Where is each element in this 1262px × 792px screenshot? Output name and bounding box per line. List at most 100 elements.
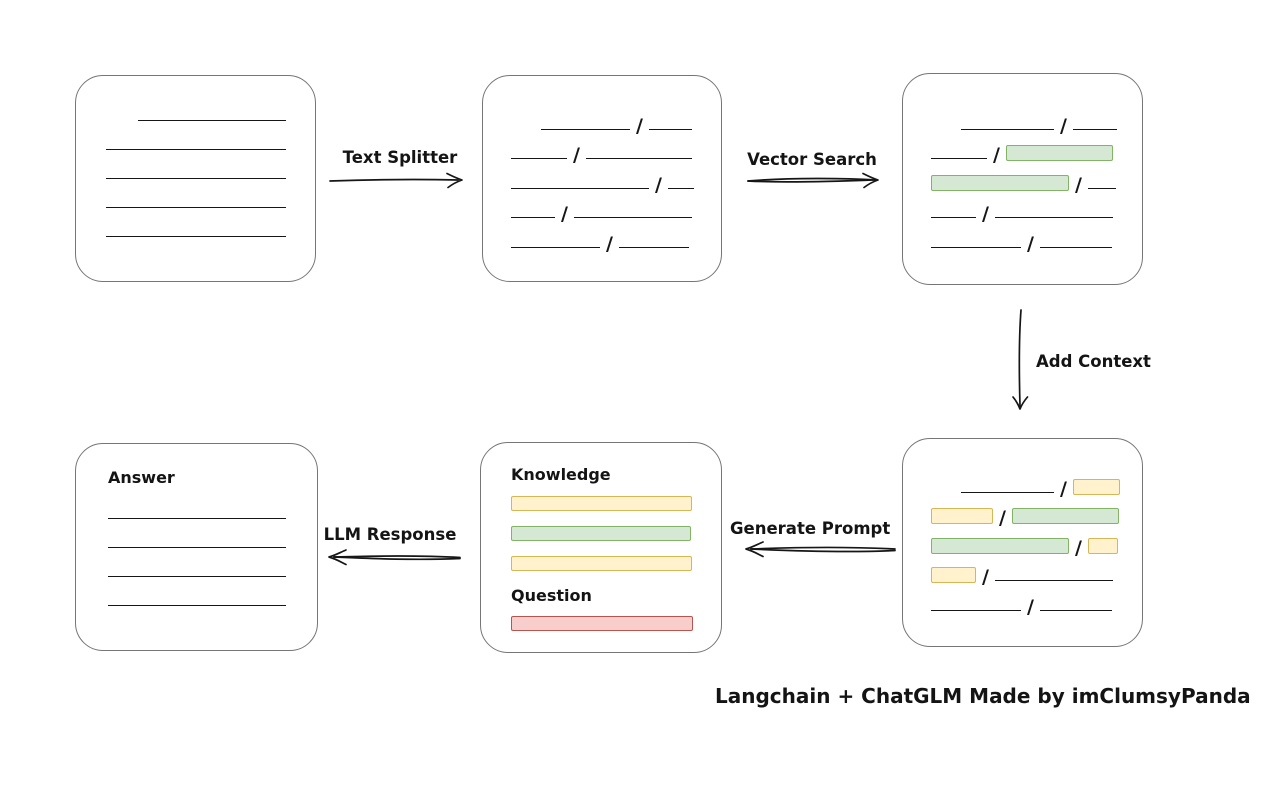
chunk-row: / xyxy=(903,192,1142,226)
chunk-row: / xyxy=(483,221,721,255)
text-line xyxy=(573,217,692,219)
text-splitter-label: Text Splitter xyxy=(342,148,458,167)
text-line xyxy=(106,149,286,150)
slash-separator: / xyxy=(993,144,1000,167)
green-chunk xyxy=(1005,145,1113,162)
knowledge-bars xyxy=(511,496,721,571)
text-line xyxy=(585,158,692,160)
text-line xyxy=(541,128,630,130)
green-chunk xyxy=(931,174,1069,191)
vector-matches-node: / / / / / xyxy=(902,73,1143,285)
vector-search-arrow-icon xyxy=(747,172,879,189)
slash-separator: / xyxy=(982,566,989,589)
document-lines xyxy=(76,120,315,237)
text-line xyxy=(961,491,1054,493)
slash-separator: / xyxy=(561,203,568,226)
generate-prompt-label: Generate Prompt xyxy=(730,519,891,538)
chunk-row: / xyxy=(903,466,1142,500)
slash-separator: / xyxy=(655,173,662,196)
slash-separator: / xyxy=(1075,536,1082,559)
text-line xyxy=(1039,609,1112,611)
text-line xyxy=(108,547,286,548)
slash-separator: / xyxy=(636,114,643,137)
yellow-chunk xyxy=(1072,478,1120,495)
green-chunk xyxy=(931,537,1069,554)
context-chunks-node: / / / / / xyxy=(902,438,1143,647)
chunk-row: / xyxy=(483,192,721,226)
answer-lines xyxy=(76,518,317,606)
slash-separator: / xyxy=(1027,595,1034,618)
text-line xyxy=(618,246,689,248)
chunk-row: / xyxy=(903,584,1142,618)
answer-node: Answer xyxy=(75,443,318,651)
text-line xyxy=(648,128,692,130)
question-label: Question xyxy=(511,586,592,605)
green-chunk xyxy=(1011,508,1119,525)
text-line xyxy=(931,158,987,160)
slash-separator: / xyxy=(573,144,580,167)
yellow-chunk xyxy=(1087,537,1118,554)
context-chunk-rows: / / / / / xyxy=(903,466,1142,618)
text-line xyxy=(931,609,1021,611)
text-line xyxy=(994,217,1113,219)
slash-separator: / xyxy=(999,507,1006,530)
split-chunks-node: / / / / / xyxy=(482,75,722,282)
text-line xyxy=(511,217,555,219)
chunk-row: / xyxy=(483,133,721,167)
document-node xyxy=(75,75,316,282)
slash-separator: / xyxy=(982,203,989,226)
yellow-bar xyxy=(511,556,692,571)
text-line xyxy=(511,187,649,189)
text-line xyxy=(511,158,567,160)
chunk-row: / xyxy=(903,555,1142,589)
answer-label: Answer xyxy=(108,468,175,487)
red-bar xyxy=(511,616,693,631)
slash-separator: / xyxy=(1060,114,1067,137)
text-line xyxy=(1087,187,1116,189)
text-line xyxy=(138,120,286,121)
text-line xyxy=(667,187,694,189)
text-line xyxy=(106,178,286,179)
yellow-chunk xyxy=(931,508,993,525)
text-line xyxy=(108,605,286,606)
chunk-row: / xyxy=(483,162,721,196)
text-line xyxy=(511,246,600,248)
text-line xyxy=(1039,246,1112,248)
text-line xyxy=(106,236,286,237)
text-line xyxy=(108,518,286,519)
yellow-chunk xyxy=(931,567,976,584)
chunk-row: / xyxy=(903,496,1142,530)
question-bars xyxy=(511,616,721,631)
text-line xyxy=(961,128,1054,130)
vector-chunk-rows: / / / / / xyxy=(903,103,1142,255)
slash-separator: / xyxy=(606,232,613,255)
slash-separator: / xyxy=(1060,477,1067,500)
text-line xyxy=(994,580,1113,582)
caption: Langchain + ChatGLM Made by imClumsyPand… xyxy=(715,684,1251,708)
yellow-bar xyxy=(511,496,692,511)
add-context-arrow-icon xyxy=(1012,309,1029,410)
chunk-row: / xyxy=(483,103,721,137)
llm-response-label: LLM Response xyxy=(323,525,457,544)
slash-separator: / xyxy=(1027,232,1034,255)
slash-separator: / xyxy=(1075,173,1082,196)
chunk-row: / xyxy=(903,525,1142,559)
split-chunk-rows: / / / / / xyxy=(483,103,721,255)
llm-response-arrow-icon xyxy=(328,549,461,566)
green-bar xyxy=(511,526,691,541)
knowledge-label: Knowledge xyxy=(511,465,611,484)
add-context-label: Add Context xyxy=(1036,352,1151,371)
text-line xyxy=(931,246,1021,248)
generate-prompt-arrow-icon xyxy=(745,541,896,558)
text-splitter-arrow-icon xyxy=(329,172,463,189)
text-line xyxy=(931,217,976,219)
chunk-row: / xyxy=(903,221,1142,255)
chunk-row: / xyxy=(903,133,1142,167)
text-line xyxy=(1072,128,1117,130)
text-line xyxy=(106,207,286,208)
prompt-node: Knowledge Question xyxy=(480,442,722,653)
vector-search-label: Vector Search xyxy=(747,150,877,169)
chunk-row: / xyxy=(903,103,1142,137)
chunk-row: / xyxy=(903,162,1142,196)
